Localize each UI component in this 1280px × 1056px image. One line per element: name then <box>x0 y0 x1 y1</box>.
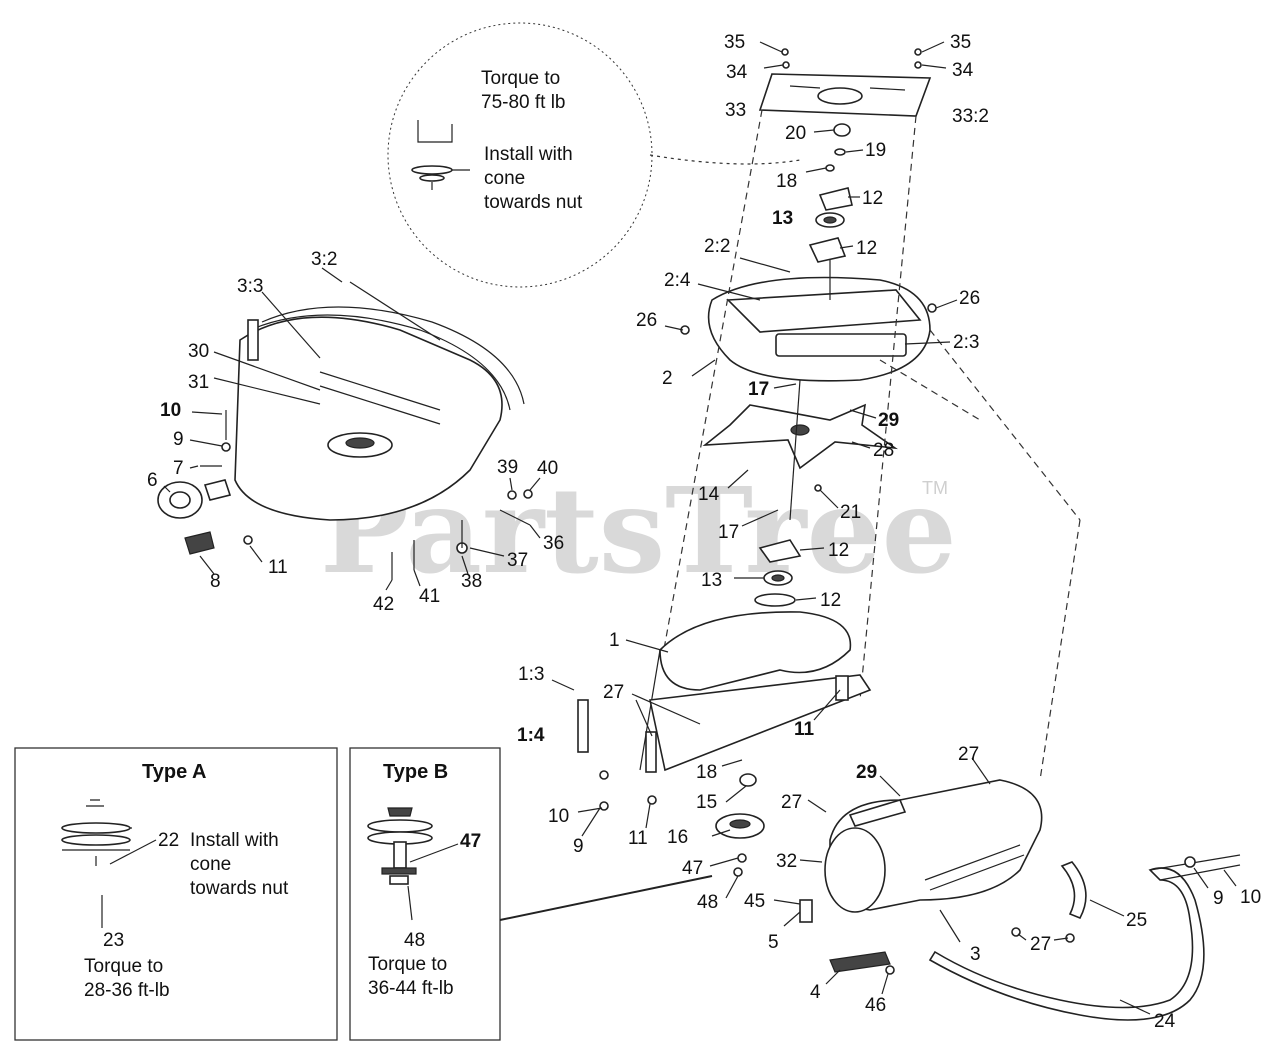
label-9-c: 9 <box>173 429 184 450</box>
label-48: 48 <box>697 892 718 913</box>
label-31: 31 <box>188 372 209 393</box>
label-9-a: 9 <box>573 836 584 857</box>
callout-install-line2: cone <box>484 168 525 189</box>
detail-callout: Torque to 75-80 ft lb Install with cone … <box>387 22 801 288</box>
callout-torque-line2: 75-80 ft lb <box>481 92 566 113</box>
type-b-torque-line2: 36-44 ft-lb <box>368 978 454 999</box>
label-30: 30 <box>188 341 209 362</box>
label-14: 14 <box>698 484 720 505</box>
label-2-4: 2:4 <box>664 270 691 291</box>
type-a-panel: Type A 22 Install with cone towards nut … <box>14 747 338 1041</box>
label-12-c: 12 <box>828 540 849 561</box>
label-11-c: 11 <box>268 557 288 578</box>
label-35-left: 35 <box>724 32 745 53</box>
type-b-part-48: 48 <box>404 930 425 951</box>
label-34-right: 34 <box>952 60 974 81</box>
label-12-d: 12 <box>820 590 841 611</box>
label-47: 47 <box>682 858 703 879</box>
label-38: 38 <box>461 571 482 592</box>
label-2-2: 2:2 <box>704 236 730 257</box>
label-13-top: 13 <box>772 208 793 229</box>
type-a-install-line2: cone <box>190 854 231 875</box>
label-41: 41 <box>419 586 440 607</box>
type-a-install-line3: towards nut <box>190 878 289 899</box>
label-10-b: 10 <box>1240 887 1261 908</box>
label-4: 4 <box>810 982 821 1003</box>
label-12-a: 12 <box>862 188 883 209</box>
trademark: TM <box>922 478 948 498</box>
label-2: 2 <box>662 368 673 389</box>
label-20: 20 <box>785 123 806 144</box>
label-17-top: 17 <box>748 379 769 400</box>
callout-install-line3: towards nut <box>484 192 583 213</box>
label-40: 40 <box>537 458 558 479</box>
label-21: 21 <box>840 502 861 523</box>
type-a-part-22: 22 <box>158 830 179 851</box>
label-29-bottom: 29 <box>856 762 877 783</box>
label-25: 25 <box>1126 910 1147 931</box>
label-26-left: 26 <box>636 310 657 331</box>
label-13-mid: 13 <box>701 570 722 591</box>
label-1-3: 1:3 <box>518 664 544 685</box>
type-a-install-line1: Install with <box>190 830 279 851</box>
type-a-torque-line1: Torque to <box>84 956 163 977</box>
label-5: 5 <box>768 932 779 953</box>
label-10-a: 10 <box>548 806 569 827</box>
callout-torque-line1: Torque to <box>481 68 560 89</box>
label-8: 8 <box>210 571 221 592</box>
label-24: 24 <box>1154 1011 1176 1032</box>
label-35-right: 35 <box>950 32 971 53</box>
type-a-title: Type A <box>142 761 206 783</box>
type-b-part-47: 47 <box>460 831 481 852</box>
type-b-title: Type B <box>383 761 448 783</box>
label-18-bottom: 18 <box>696 762 717 783</box>
label-6: 6 <box>147 470 158 491</box>
label-34-left: 34 <box>726 62 748 83</box>
label-11-b: 11 <box>628 828 648 849</box>
part-labels: 35 34 35 34 33 33:2 20 19 18 12 13 12 2:… <box>147 32 1261 1032</box>
label-32: 32 <box>776 851 797 872</box>
label-46: 46 <box>865 995 886 1016</box>
label-27-a: 27 <box>603 682 624 703</box>
label-26-right: 26 <box>959 288 980 309</box>
type-b-panel: Type B 47 48 Torque to 36-44 ft-lb <box>349 747 713 1041</box>
label-27-d: 27 <box>1030 934 1051 955</box>
label-36: 36 <box>543 533 564 554</box>
label-1: 1 <box>609 630 620 651</box>
label-3: 3 <box>970 944 981 965</box>
label-42: 42 <box>373 594 394 615</box>
label-45: 45 <box>744 891 765 912</box>
label-33-2: 33:2 <box>952 106 989 127</box>
label-16: 16 <box>667 827 688 848</box>
label-19: 19 <box>865 140 886 161</box>
label-7: 7 <box>173 458 184 479</box>
leader-lines <box>163 41 1237 1015</box>
label-2-3: 2:3 <box>953 332 979 353</box>
label-33: 33 <box>725 100 746 121</box>
label-15: 15 <box>696 792 717 813</box>
label-3-2: 3:2 <box>311 249 337 270</box>
label-9-b: 9 <box>1213 888 1224 909</box>
label-3-3: 3:3 <box>237 276 263 297</box>
label-29-top: 29 <box>878 410 899 431</box>
callout-install-line1: Install with <box>484 144 573 165</box>
label-27-c: 27 <box>958 744 979 765</box>
label-11-a: 11 <box>794 719 815 740</box>
label-10-c: 10 <box>160 400 181 421</box>
label-1-4: 1:4 <box>517 725 545 746</box>
type-a-part-23: 23 <box>103 930 124 951</box>
label-39: 39 <box>497 457 518 478</box>
type-b-torque-line1: Torque to <box>368 954 447 975</box>
label-12-b: 12 <box>856 238 877 259</box>
label-28: 28 <box>873 440 894 461</box>
label-37: 37 <box>507 550 528 571</box>
left-housing-assembly <box>157 281 533 580</box>
label-27-b: 27 <box>781 792 802 813</box>
lower-base-assembly <box>577 611 1241 1021</box>
type-a-torque-line2: 28-36 ft-lb <box>84 980 170 1001</box>
label-17-mid: 17 <box>718 522 739 543</box>
label-18-top: 18 <box>776 171 797 192</box>
